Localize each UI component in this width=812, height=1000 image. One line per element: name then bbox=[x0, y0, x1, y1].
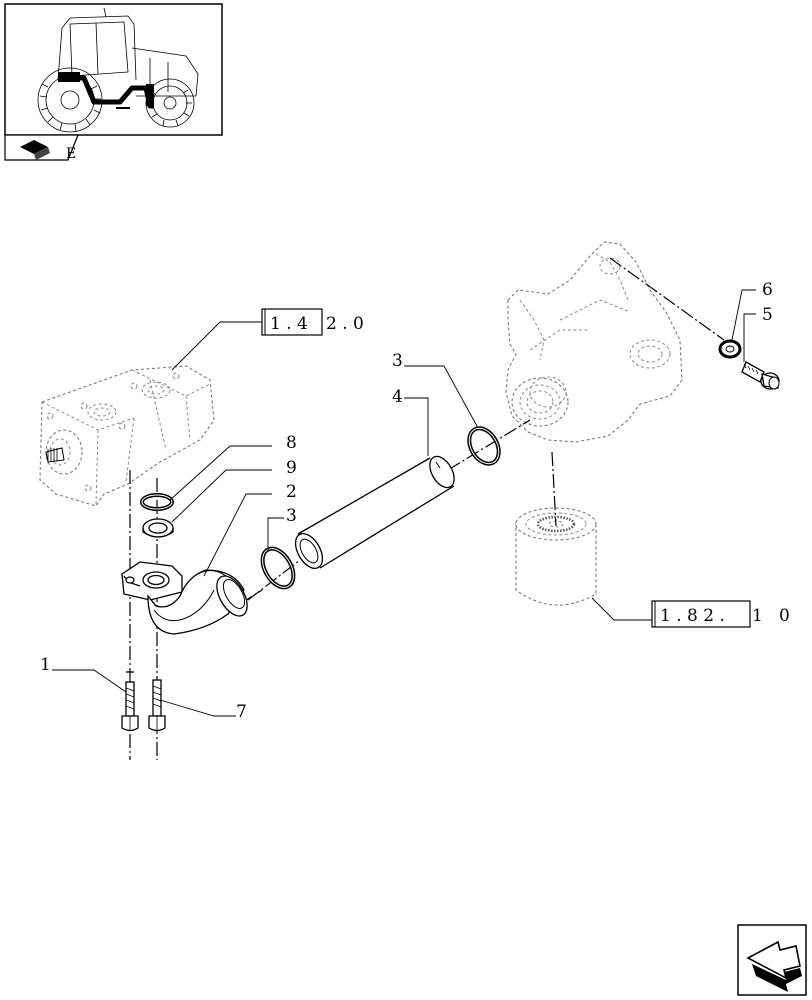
pump-reference-boxed: 1 . 4 bbox=[270, 314, 308, 334]
callout-3-left[interactable]: 3 bbox=[286, 506, 297, 526]
leader-lines bbox=[52, 289, 756, 717]
callout-7[interactable]: 7 bbox=[236, 702, 247, 722]
part-2-elbow-fitting[interactable] bbox=[121, 561, 253, 635]
tractor-thumbnail[interactable] bbox=[4, 3, 223, 136]
filter-ghost bbox=[515, 507, 597, 606]
filter-reference-boxed: 1 . 8 2 . bbox=[660, 606, 725, 626]
part-3-o-ring-left[interactable] bbox=[256, 543, 300, 592]
callout-1[interactable]: 1 bbox=[40, 655, 51, 675]
filter-reference[interactable]: 1 . 8 2 . 1 0 bbox=[651, 600, 790, 628]
callout-5[interactable]: 5 bbox=[762, 305, 773, 325]
section-tab[interactable]: E bbox=[4, 134, 79, 162]
pump-reference[interactable]: 1 . 4 2 . 0 bbox=[261, 308, 364, 336]
part-7-bolt[interactable] bbox=[148, 679, 166, 732]
thumbnail-corner-text: E bbox=[66, 146, 76, 162]
part-6-washer[interactable] bbox=[718, 339, 742, 359]
part-5-bolt[interactable] bbox=[741, 361, 780, 390]
callout-3-right[interactable]: 3 bbox=[392, 351, 403, 371]
part-4-tube[interactable] bbox=[290, 452, 459, 573]
housing-ghost bbox=[505, 241, 683, 443]
pump-ghost bbox=[39, 365, 215, 507]
callout-2[interactable]: 2 bbox=[286, 482, 297, 502]
callout-labels: 6 5 3 4 8 9 2 3 1 7 bbox=[40, 280, 773, 722]
callout-8[interactable]: 8 bbox=[286, 433, 297, 453]
part-9-washer[interactable] bbox=[142, 518, 174, 538]
pump-reference-rest: 2 . 0 bbox=[326, 314, 364, 334]
part-3-o-ring-right[interactable] bbox=[463, 423, 505, 469]
callout-4[interactable]: 4 bbox=[392, 387, 403, 407]
part-1-bolt[interactable] bbox=[121, 671, 139, 732]
filter-reference-rest: 1 0 bbox=[752, 606, 790, 626]
part-8-o-ring[interactable] bbox=[140, 493, 174, 511]
next-page-arrow-icon[interactable] bbox=[737, 924, 807, 996]
callout-9[interactable]: 9 bbox=[286, 458, 297, 478]
tractor-icon bbox=[37, 7, 199, 133]
book-icon bbox=[20, 140, 50, 160]
callout-6[interactable]: 6 bbox=[762, 280, 773, 300]
